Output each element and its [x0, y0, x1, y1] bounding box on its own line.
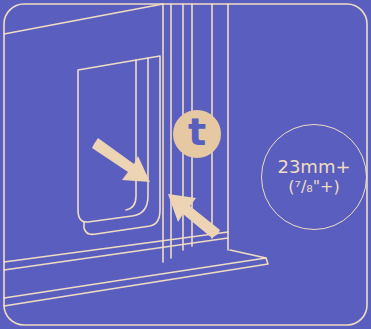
letter-badge: t [173, 110, 221, 158]
frame-border [4, 4, 367, 325]
arrow [92, 138, 150, 182]
sill-line [4, 258, 266, 298]
dimension-text: (⁷/₈"+) [288, 178, 339, 196]
frame-line [162, 4, 164, 262]
sill-line [4, 238, 228, 270]
sill-line [4, 232, 228, 262]
sill-line [227, 232, 229, 250]
pet-flap [78, 58, 148, 222]
badge-letter: t [188, 113, 206, 151]
pane-line [4, 4, 163, 34]
dimension-circle: 23mm+(⁷/₈"+) [261, 124, 367, 230]
frame-line [227, 4, 229, 232]
frame-line [170, 4, 172, 258]
pet-flap-edge [84, 56, 160, 234]
arrow [168, 194, 220, 238]
dimension-text: 23mm+ [277, 157, 350, 178]
sill-line [4, 250, 268, 306]
pet-flap-edge [126, 60, 136, 210]
